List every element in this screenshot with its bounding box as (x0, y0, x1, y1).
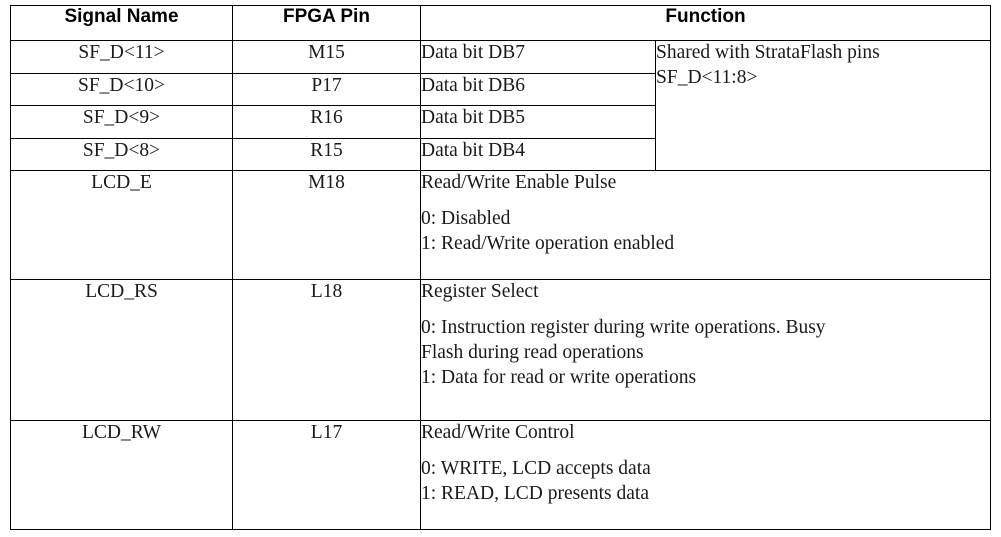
cell-function: Data bit DB5 (420, 105, 656, 139)
cell-function: Data bit DB4 (420, 137, 656, 172)
cell-function: Read/Write Control 0: WRITE, LCD accepts… (419, 419, 992, 531)
table-body: SF_D<11> M15 Data bit DB7 Shared with St… (10, 39, 992, 531)
function-title: Register Select (421, 281, 539, 303)
table-row: SF_D<9> R16 Data bit DB5 (10, 105, 991, 139)
column-header-signal-name: Signal Name (10, 5, 233, 41)
function-title: Read/Write Control (421, 421, 575, 443)
table-row: LCD_E M18 Read/Write Enable Pulse 0: Dis… (10, 170, 992, 281)
cell-signal-name: SF_D<9> (10, 105, 233, 139)
pin-assignment-table: Signal Name FPGA Pin Function SF_D<11> M… (10, 5, 992, 531)
table-row: LCD_RS L18 Register Select 0: Instructio… (10, 279, 992, 421)
cell-fpga-pin: M18 (232, 170, 421, 281)
cell-signal-name: LCD_RW (10, 419, 233, 531)
cell-function: Read/Write Enable Pulse 0: Disabled 1: R… (419, 170, 992, 281)
cell-function: Register Select 0: Instruction register … (419, 279, 992, 421)
table-row: LCD_RW L17 Read/Write Control 0: WRITE, … (10, 419, 992, 531)
cell-signal-name: LCD_RS (10, 279, 233, 421)
table-header: Signal Name FPGA Pin Function (10, 5, 992, 41)
function-detail-line: Flash during read operations (421, 342, 644, 364)
function-detail-line: 0: WRITE, LCD accepts data (421, 457, 651, 479)
column-header-fpga-pin: FPGA Pin (232, 5, 421, 41)
cell-signal-name: SF_D<11> (10, 40, 233, 74)
pin-assignment-table-container: Signal Name FPGA Pin Function SF_D<11> M… (10, 5, 992, 531)
function-title: Read/Write Enable Pulse (421, 172, 617, 194)
cell-function: Data bit DB6 (420, 72, 656, 107)
function-detail-line: 1: READ, LCD presents data (421, 482, 650, 504)
cell-fpga-pin: P17 (232, 72, 421, 107)
cell-function: Data bit DB7 (420, 40, 656, 74)
table-row: SF_D<8> R15 Data bit DB4 (10, 137, 991, 172)
shared-note-line-2: SF_D<11:8> (656, 66, 758, 88)
cell-shared-note: Shared with StrataFlash pins SF_D<11:8> (654, 39, 992, 172)
cell-fpga-pin: L18 (232, 279, 421, 421)
cell-fpga-pin: R15 (232, 137, 421, 172)
table-row: SF_D<10> P17 Data bit DB6 (10, 72, 991, 107)
function-detail-line: 0: Instruction register during write ope… (421, 317, 826, 339)
cell-fpga-pin: R16 (232, 105, 421, 139)
cell-fpga-pin: L17 (232, 419, 421, 531)
column-header-function: Function (419, 5, 992, 41)
cell-fpga-pin: M15 (232, 40, 421, 74)
table-header-row: Signal Name FPGA Pin Function (10, 5, 992, 41)
function-detail-line: 0: Disabled (421, 208, 511, 230)
cell-signal-name: LCD_E (10, 170, 233, 281)
shared-note-line-1: Shared with StrataFlash pins (656, 42, 880, 63)
cell-signal-name: SF_D<10> (10, 72, 233, 107)
cell-signal-name: SF_D<8> (10, 137, 233, 172)
table-row: SF_D<11> M15 Data bit DB7 Shared with St… (10, 39, 992, 172)
function-detail-line: 1: Data for read or write operations (421, 367, 697, 389)
function-detail-line: 1: Read/Write operation enabled (421, 233, 675, 255)
